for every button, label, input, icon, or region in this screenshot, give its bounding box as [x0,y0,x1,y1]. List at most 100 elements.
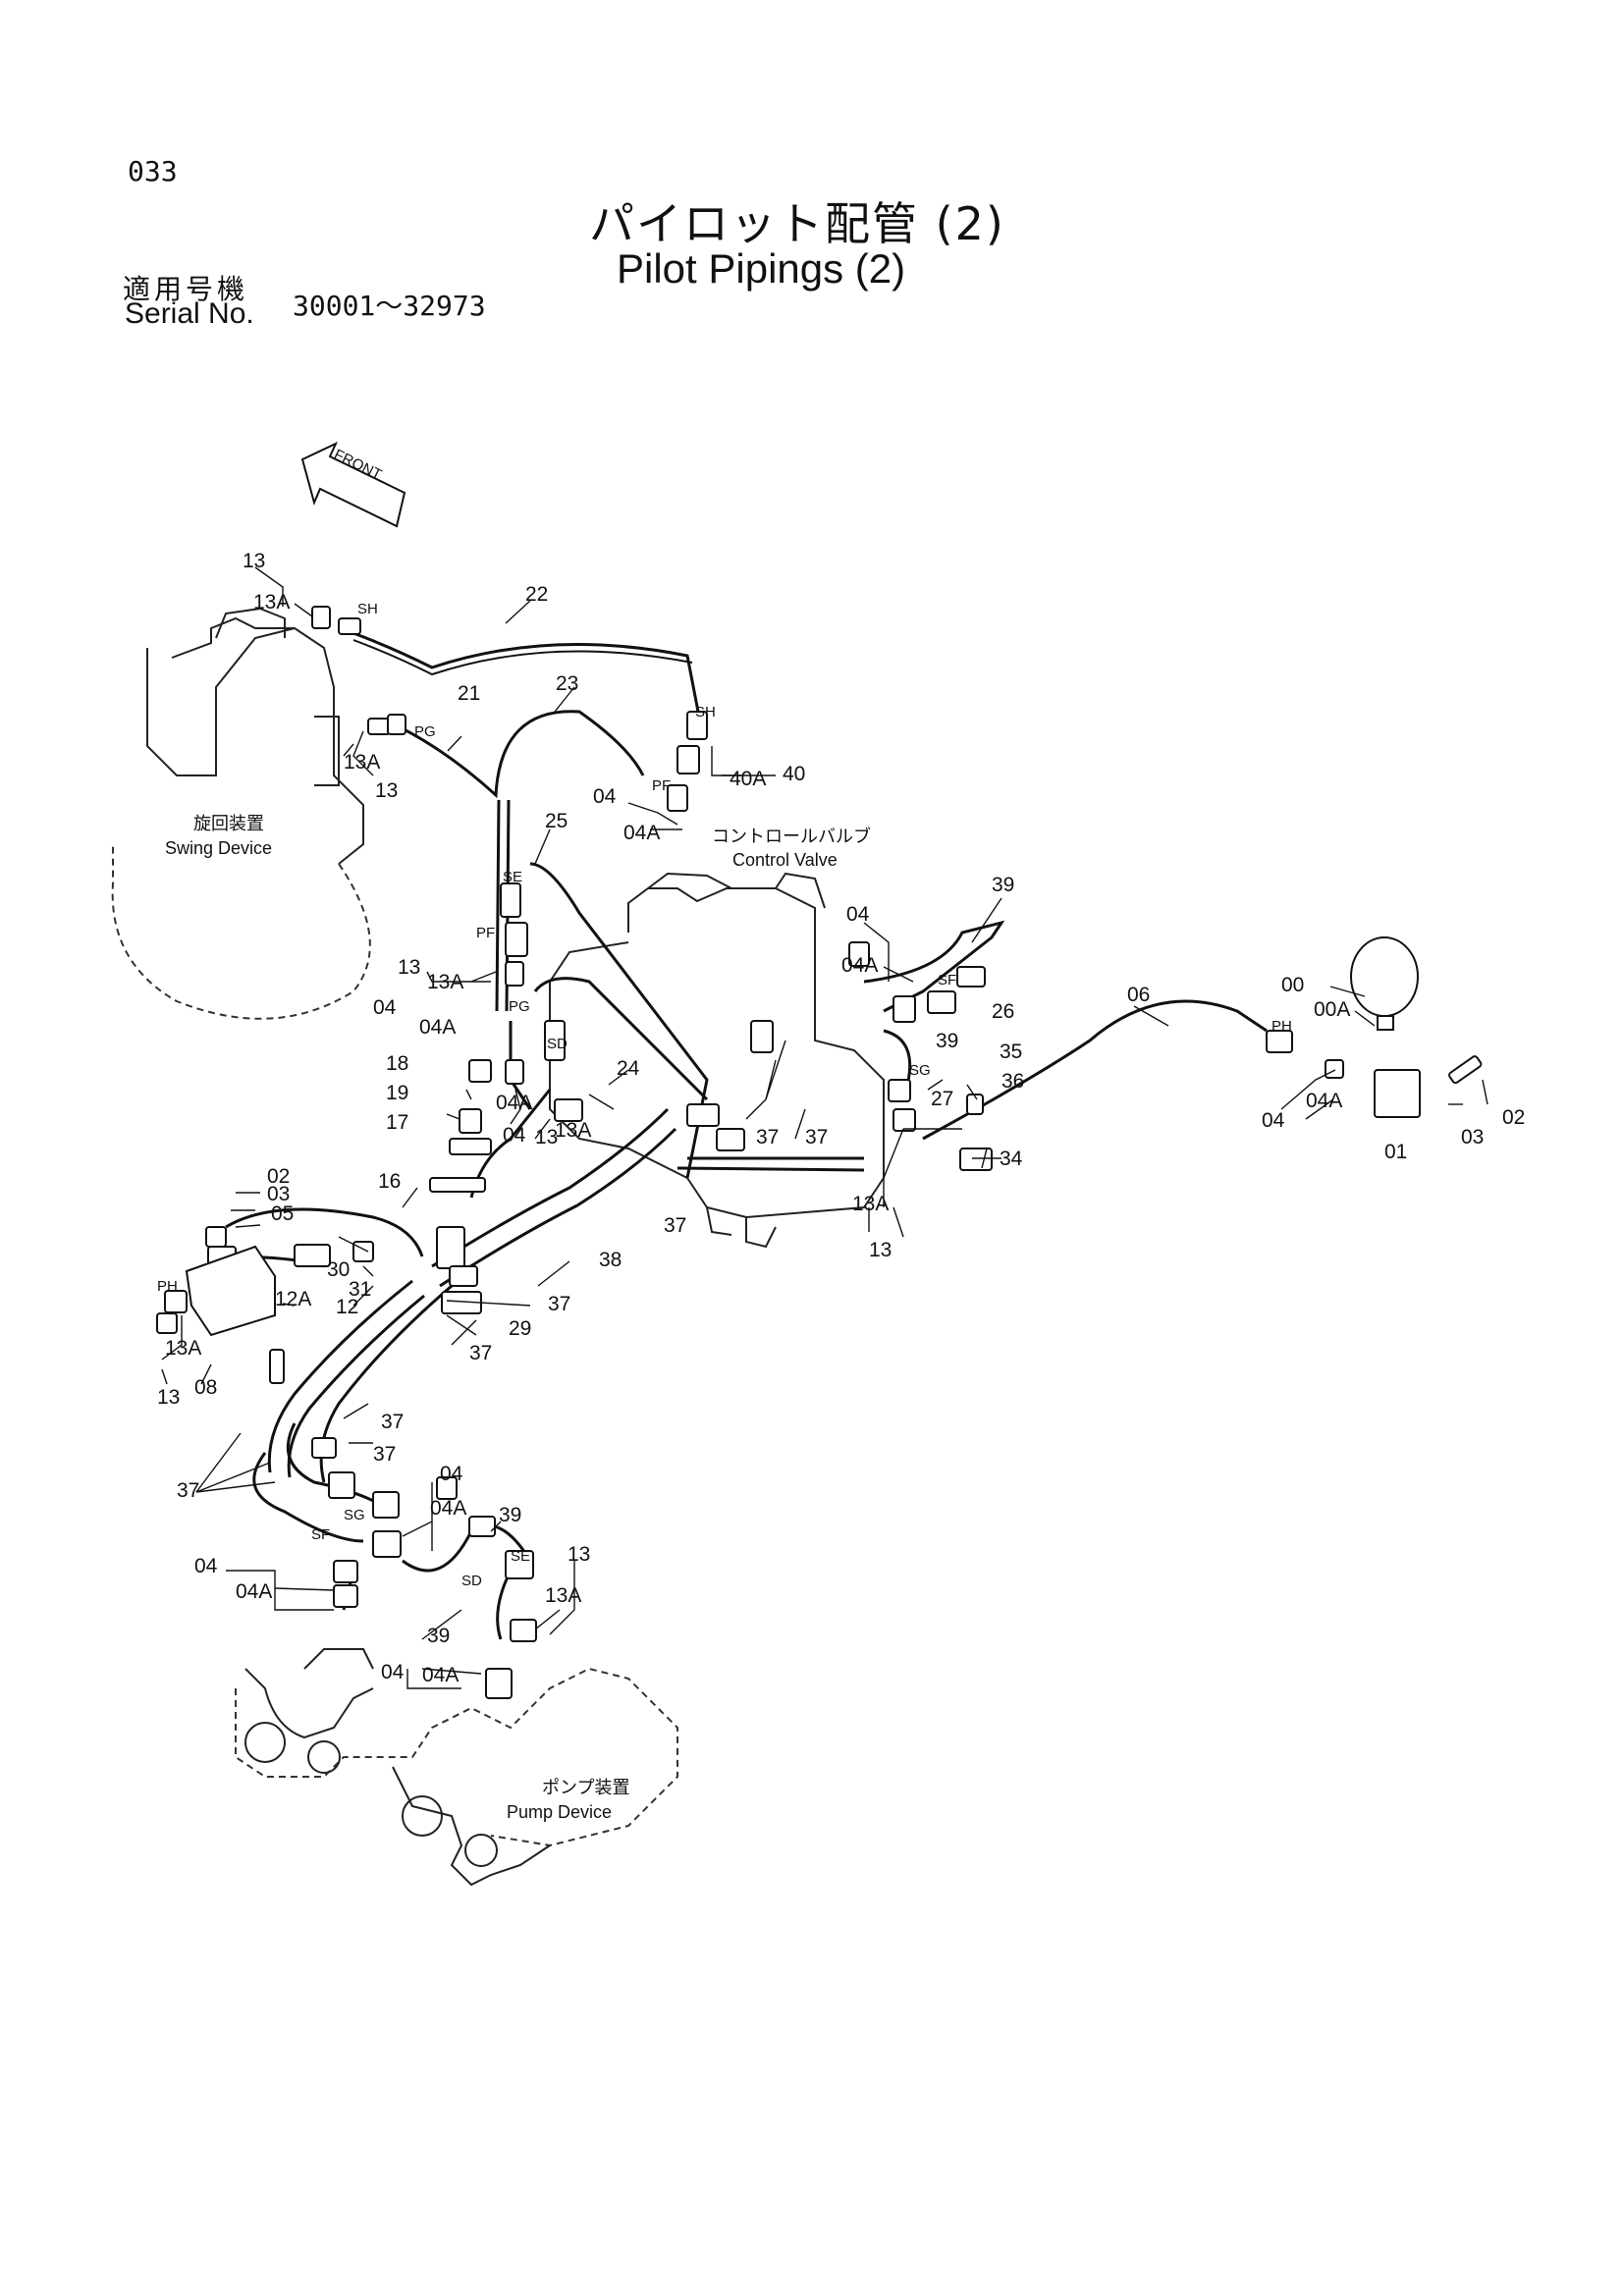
part-label: 12A [275,1288,311,1310]
part-label: 04A [623,822,660,844]
part-label: 13 [157,1386,180,1409]
part-label: 19 [386,1082,408,1104]
part-label: 37 [664,1214,686,1237]
port-label: SH [695,704,716,721]
part-label: 04A [236,1580,272,1603]
front-arrow-icon: FRONT [300,441,406,528]
part-label: 13A [253,591,290,614]
part-label: 36 [1001,1070,1024,1093]
part-label: 13 [375,779,398,802]
part-label: 08 [194,1376,217,1399]
port-label: SD [547,1036,568,1052]
part-label: 06 [1127,984,1150,1006]
swing-device-label-ja: 旋回装置 [193,814,264,833]
part-label: 13A [545,1584,581,1607]
part-label: 00A [1314,998,1350,1021]
part-label: 37 [548,1293,570,1315]
port-label: PH [1271,1018,1292,1035]
part-labels: 13 13A 22 13A 13 21 23 40 40A 04 04A 25 … [157,550,1525,1686]
fittings [156,606,1483,1699]
port-label: PH [157,1278,178,1295]
part-label: 16 [378,1170,401,1193]
part-label: 34 [1000,1148,1023,1170]
page-number: 033 [128,155,178,187]
serial-label-english: Serial No. [125,297,254,330]
part-label: 04 [381,1661,405,1683]
part-label: 37 [177,1479,199,1502]
pump-device-outline [235,1648,678,1887]
control-valve-outline [549,872,885,1249]
port-label: PF [476,925,495,941]
port-label: PG [509,998,530,1015]
part-label: 17 [386,1111,408,1134]
part-label: 37 [805,1126,828,1148]
part-label: 35 [1000,1041,1022,1063]
page-title-english: Pilot Pipings (2) [617,245,906,292]
pump-device-label-ja: ポンプ装置 [542,1778,629,1797]
part-label: 04A [422,1664,459,1686]
port-label: SE [511,1548,530,1565]
part-label: 13 [869,1239,892,1261]
part-label: 40A [730,768,766,790]
port-label: PF [652,777,671,794]
part-label: 02 [267,1165,290,1188]
part-label: 22 [525,583,548,606]
part-label: 39 [936,1030,958,1052]
part-label: 40 [783,763,805,785]
part-label: 39 [992,874,1014,896]
leader-lines [161,566,1488,1689]
part-label: 37 [756,1126,779,1148]
part-label: 29 [509,1317,531,1340]
part-label: 27 [931,1088,953,1110]
part-label: 04 [846,903,870,926]
part-label: 04 [373,996,397,1019]
part-label: 18 [386,1052,408,1075]
part-label: 39 [427,1625,450,1647]
pump-device-label-en: Pump Device [507,1802,612,1822]
part-label: 13A [165,1337,201,1360]
port-label: PG [414,723,436,740]
port-label: SG [909,1062,931,1079]
part-label: 13 [398,956,420,979]
serial-label-japanese: 適用号機 [123,273,249,305]
part-label: 23 [556,672,578,695]
part-label: 04 [1262,1109,1285,1132]
port-label: SG [344,1507,365,1523]
part-label: 39 [499,1504,521,1526]
part-label: 37 [469,1342,492,1364]
part-label: 03 [1461,1126,1484,1148]
swing-device-outline [111,607,371,1020]
part-label: 13A [555,1119,591,1142]
part-label: 38 [599,1249,622,1271]
part-label: 37 [373,1443,396,1466]
port-label: SF [938,972,956,988]
spiral-guard-tube [267,1107,677,1483]
part-label: 13A [427,971,463,993]
page-title-japanese: パイロット配管 (2) [589,197,1005,250]
part-label: 04A [496,1092,532,1114]
part-label: 13 [535,1126,558,1148]
part-label: 13A [852,1193,889,1215]
part-label: 30 [327,1258,350,1281]
part-label: 00 [1281,974,1304,996]
part-label: 04 [194,1555,218,1577]
part-label: 03 [267,1183,290,1205]
control-valve-label-en: Control Valve [732,850,838,870]
part-label: 21 [458,682,480,705]
port-labels: SH SH PG PG PF PF SE SE SD SD SF SF SG S… [157,601,1292,1589]
part-label: 04 [503,1124,526,1147]
part-label: 04A [430,1497,466,1520]
part-label: 13A [344,751,380,774]
part-label: 02 [1502,1106,1525,1129]
part-label: 04 [593,785,617,808]
port-label: SH [357,601,378,617]
part-label: 37 [381,1411,404,1433]
part-label: 24 [617,1057,640,1080]
part-label: 13 [243,550,265,572]
part-label: 25 [545,810,568,832]
port-label: SE [503,869,522,885]
part-label: 12 [336,1296,358,1318]
swing-device-label-en: Swing Device [165,838,272,858]
part-label: 04A [419,1016,456,1039]
